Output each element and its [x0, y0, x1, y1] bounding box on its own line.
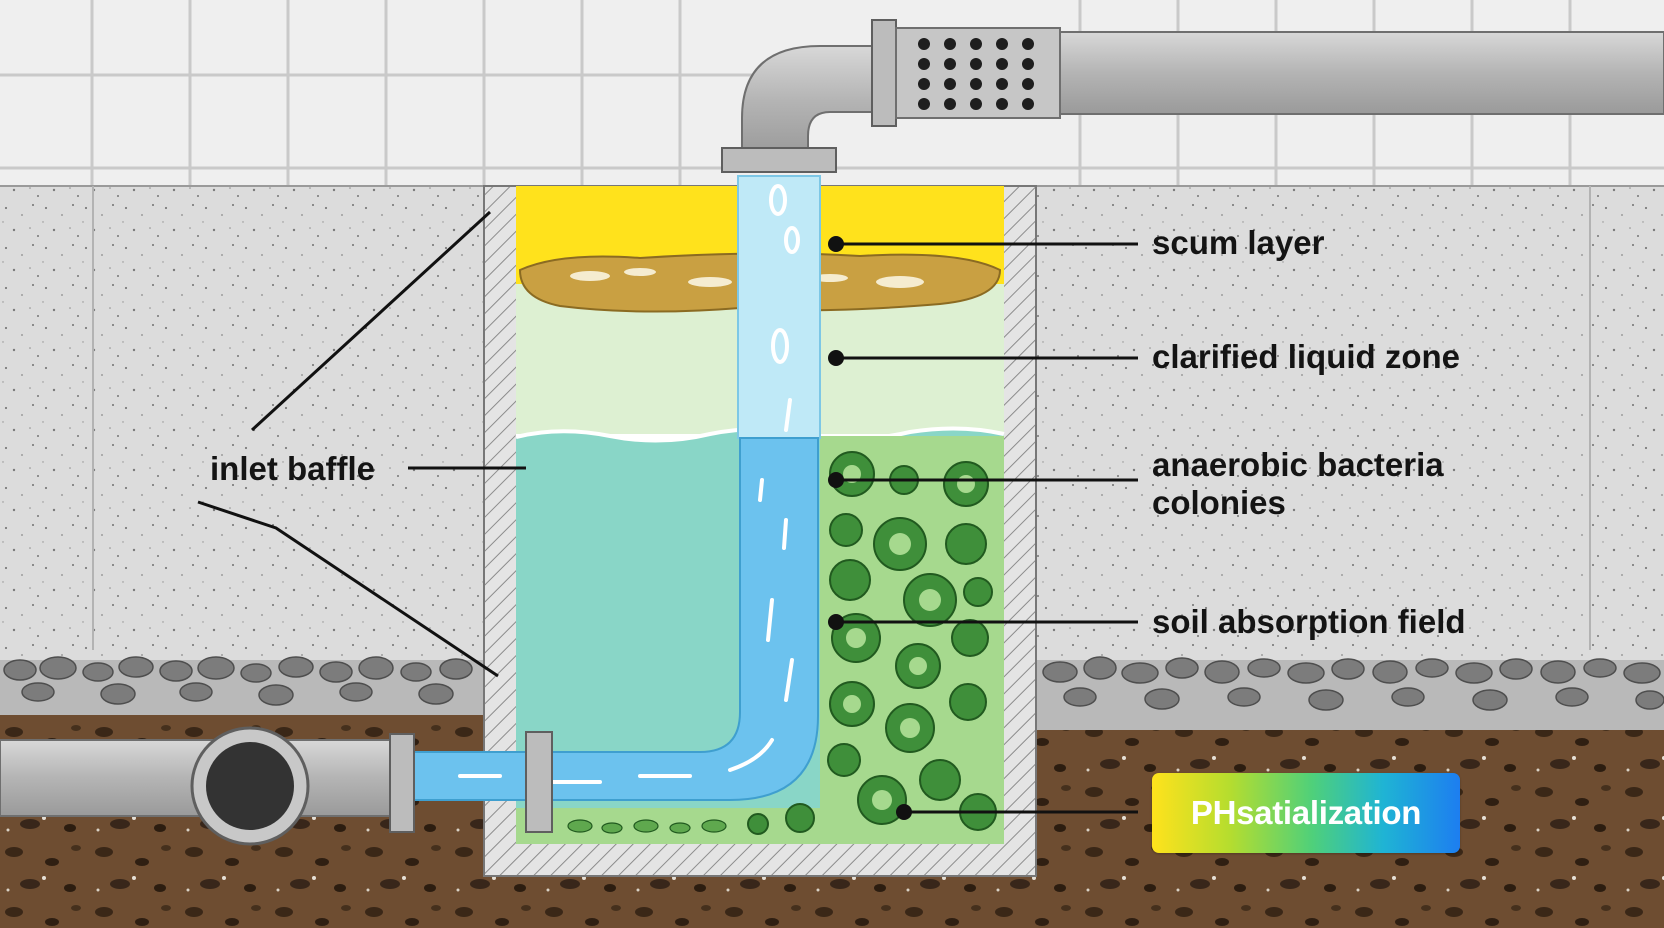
ph-badge-label: PHsatialization [1190, 794, 1422, 831]
label-inlet-baffle: inlet baffle [210, 450, 376, 487]
label-clarified-liquid-zone: clarified liquid zone [1152, 338, 1461, 375]
leader-inlet-lower [197, 500, 499, 678]
water-flow [409, 175, 821, 801]
bacteria-colonies [747, 451, 997, 835]
leader-dots [828, 236, 912, 820]
label-anaerobic-bacteria-colonies: anaerobic bacteria colonies [1152, 446, 1444, 521]
label-soil-absorption-field: soil absorption field [1152, 603, 1466, 640]
gravel-layer [0, 656, 1664, 730]
perforated-vent-icon [918, 38, 1034, 110]
leader-inlet-upper [250, 210, 492, 432]
label-scum-layer: scum layer [1152, 224, 1325, 261]
inlet-pipe [721, 19, 1664, 173]
leader-lines [197, 210, 1138, 814]
outlet-pipe [0, 726, 553, 846]
ph-badge: PHsatialization [1152, 773, 1460, 853]
